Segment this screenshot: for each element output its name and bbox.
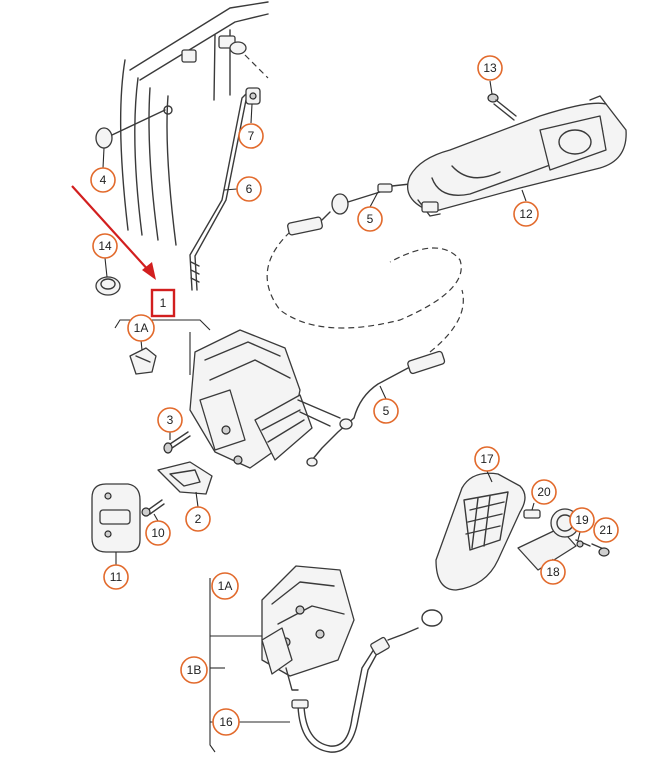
- callout-6[interactable]: 6: [236, 176, 262, 202]
- callout-2-label: 2: [195, 512, 202, 526]
- part-19-bolt: [575, 539, 591, 548]
- part-5-cable-lower: [306, 350, 446, 467]
- callout-17[interactable]: 17: [474, 446, 500, 472]
- callout-14[interactable]: 14: [92, 233, 118, 259]
- callout-7-label: 7: [248, 129, 255, 143]
- callout-19[interactable]: 19: [569, 507, 595, 533]
- callout-1a-bottom-label: 1A: [218, 579, 233, 593]
- part-12-inside-handle: [406, 95, 627, 217]
- callout-1b[interactable]: 1B: [180, 656, 208, 684]
- callout-4[interactable]: 4: [90, 167, 116, 193]
- callout-1a-top[interactable]: 1A: [127, 314, 155, 342]
- callout-12[interactable]: 12: [513, 201, 539, 227]
- callout-5-top[interactable]: 5: [357, 206, 383, 232]
- part-11-striker-plate: [91, 483, 141, 553]
- callout-14-label: 14: [98, 239, 112, 253]
- callout-16-label: 16: [219, 715, 233, 729]
- part-1a-clip: [129, 347, 157, 375]
- callout-10-label: 10: [151, 526, 165, 540]
- callout-13-label: 13: [483, 61, 497, 75]
- callout-5-mid[interactable]: 5: [373, 398, 399, 424]
- callout-1a-top-label: 1A: [134, 321, 149, 335]
- part-16-release-cable: [291, 609, 443, 753]
- callout-1-label: 1: [160, 296, 167, 310]
- callout-1a-bottom[interactable]: 1A: [211, 572, 239, 600]
- callout-10[interactable]: 10: [145, 520, 171, 546]
- callout-21[interactable]: 21: [593, 517, 619, 543]
- part-21-screw: [591, 543, 610, 557]
- callout-18[interactable]: 18: [540, 559, 566, 585]
- callout-3[interactable]: 3: [157, 407, 183, 433]
- callout-5-top-label: 5: [367, 212, 374, 226]
- door-panel: [119, 1, 269, 246]
- callout-4-label: 4: [100, 173, 107, 187]
- part-20-shaft: [523, 509, 541, 519]
- callout-13[interactable]: 13: [477, 55, 503, 81]
- red-pointer-arrow: [71, 185, 156, 280]
- callout-1b-label: 1B: [187, 663, 202, 677]
- part-13-screw: [487, 93, 517, 121]
- callout-19-label: 19: [575, 513, 589, 527]
- callout-7[interactable]: 7: [238, 123, 264, 149]
- part-7-rod-clip: [245, 87, 261, 105]
- callout-5-mid-label: 5: [383, 404, 390, 418]
- part-5-cable-upper: [287, 183, 411, 236]
- callout-20[interactable]: 20: [531, 479, 557, 505]
- callout-1[interactable]: 1: [150, 288, 176, 318]
- part-4-plug: [95, 105, 173, 149]
- part-14-grommet: [95, 276, 121, 296]
- part-3-screw: [163, 431, 191, 454]
- callout-6-label: 6: [246, 182, 253, 196]
- callout-3-label: 3: [167, 413, 174, 427]
- callout-12-label: 12: [519, 207, 533, 221]
- part-10-screw: [141, 499, 165, 517]
- callout-11-label: 11: [110, 570, 123, 584]
- callout-11[interactable]: 11: [103, 564, 129, 590]
- callout-20-label: 20: [537, 485, 551, 499]
- part-1a-lock-assembly: [261, 565, 355, 691]
- callout-2[interactable]: 2: [185, 506, 211, 532]
- part-1-door-lock: [189, 329, 341, 469]
- callout-18-label: 18: [546, 565, 560, 579]
- part-2-seal: [157, 461, 213, 495]
- callout-16[interactable]: 16: [212, 708, 240, 736]
- callout-17-label: 17: [480, 452, 494, 466]
- callout-21-label: 21: [599, 523, 613, 537]
- cable-5-routing: [266, 231, 464, 353]
- part-17-carrier-plate: [435, 472, 526, 591]
- part-1-bracket-lines: [114, 319, 211, 375]
